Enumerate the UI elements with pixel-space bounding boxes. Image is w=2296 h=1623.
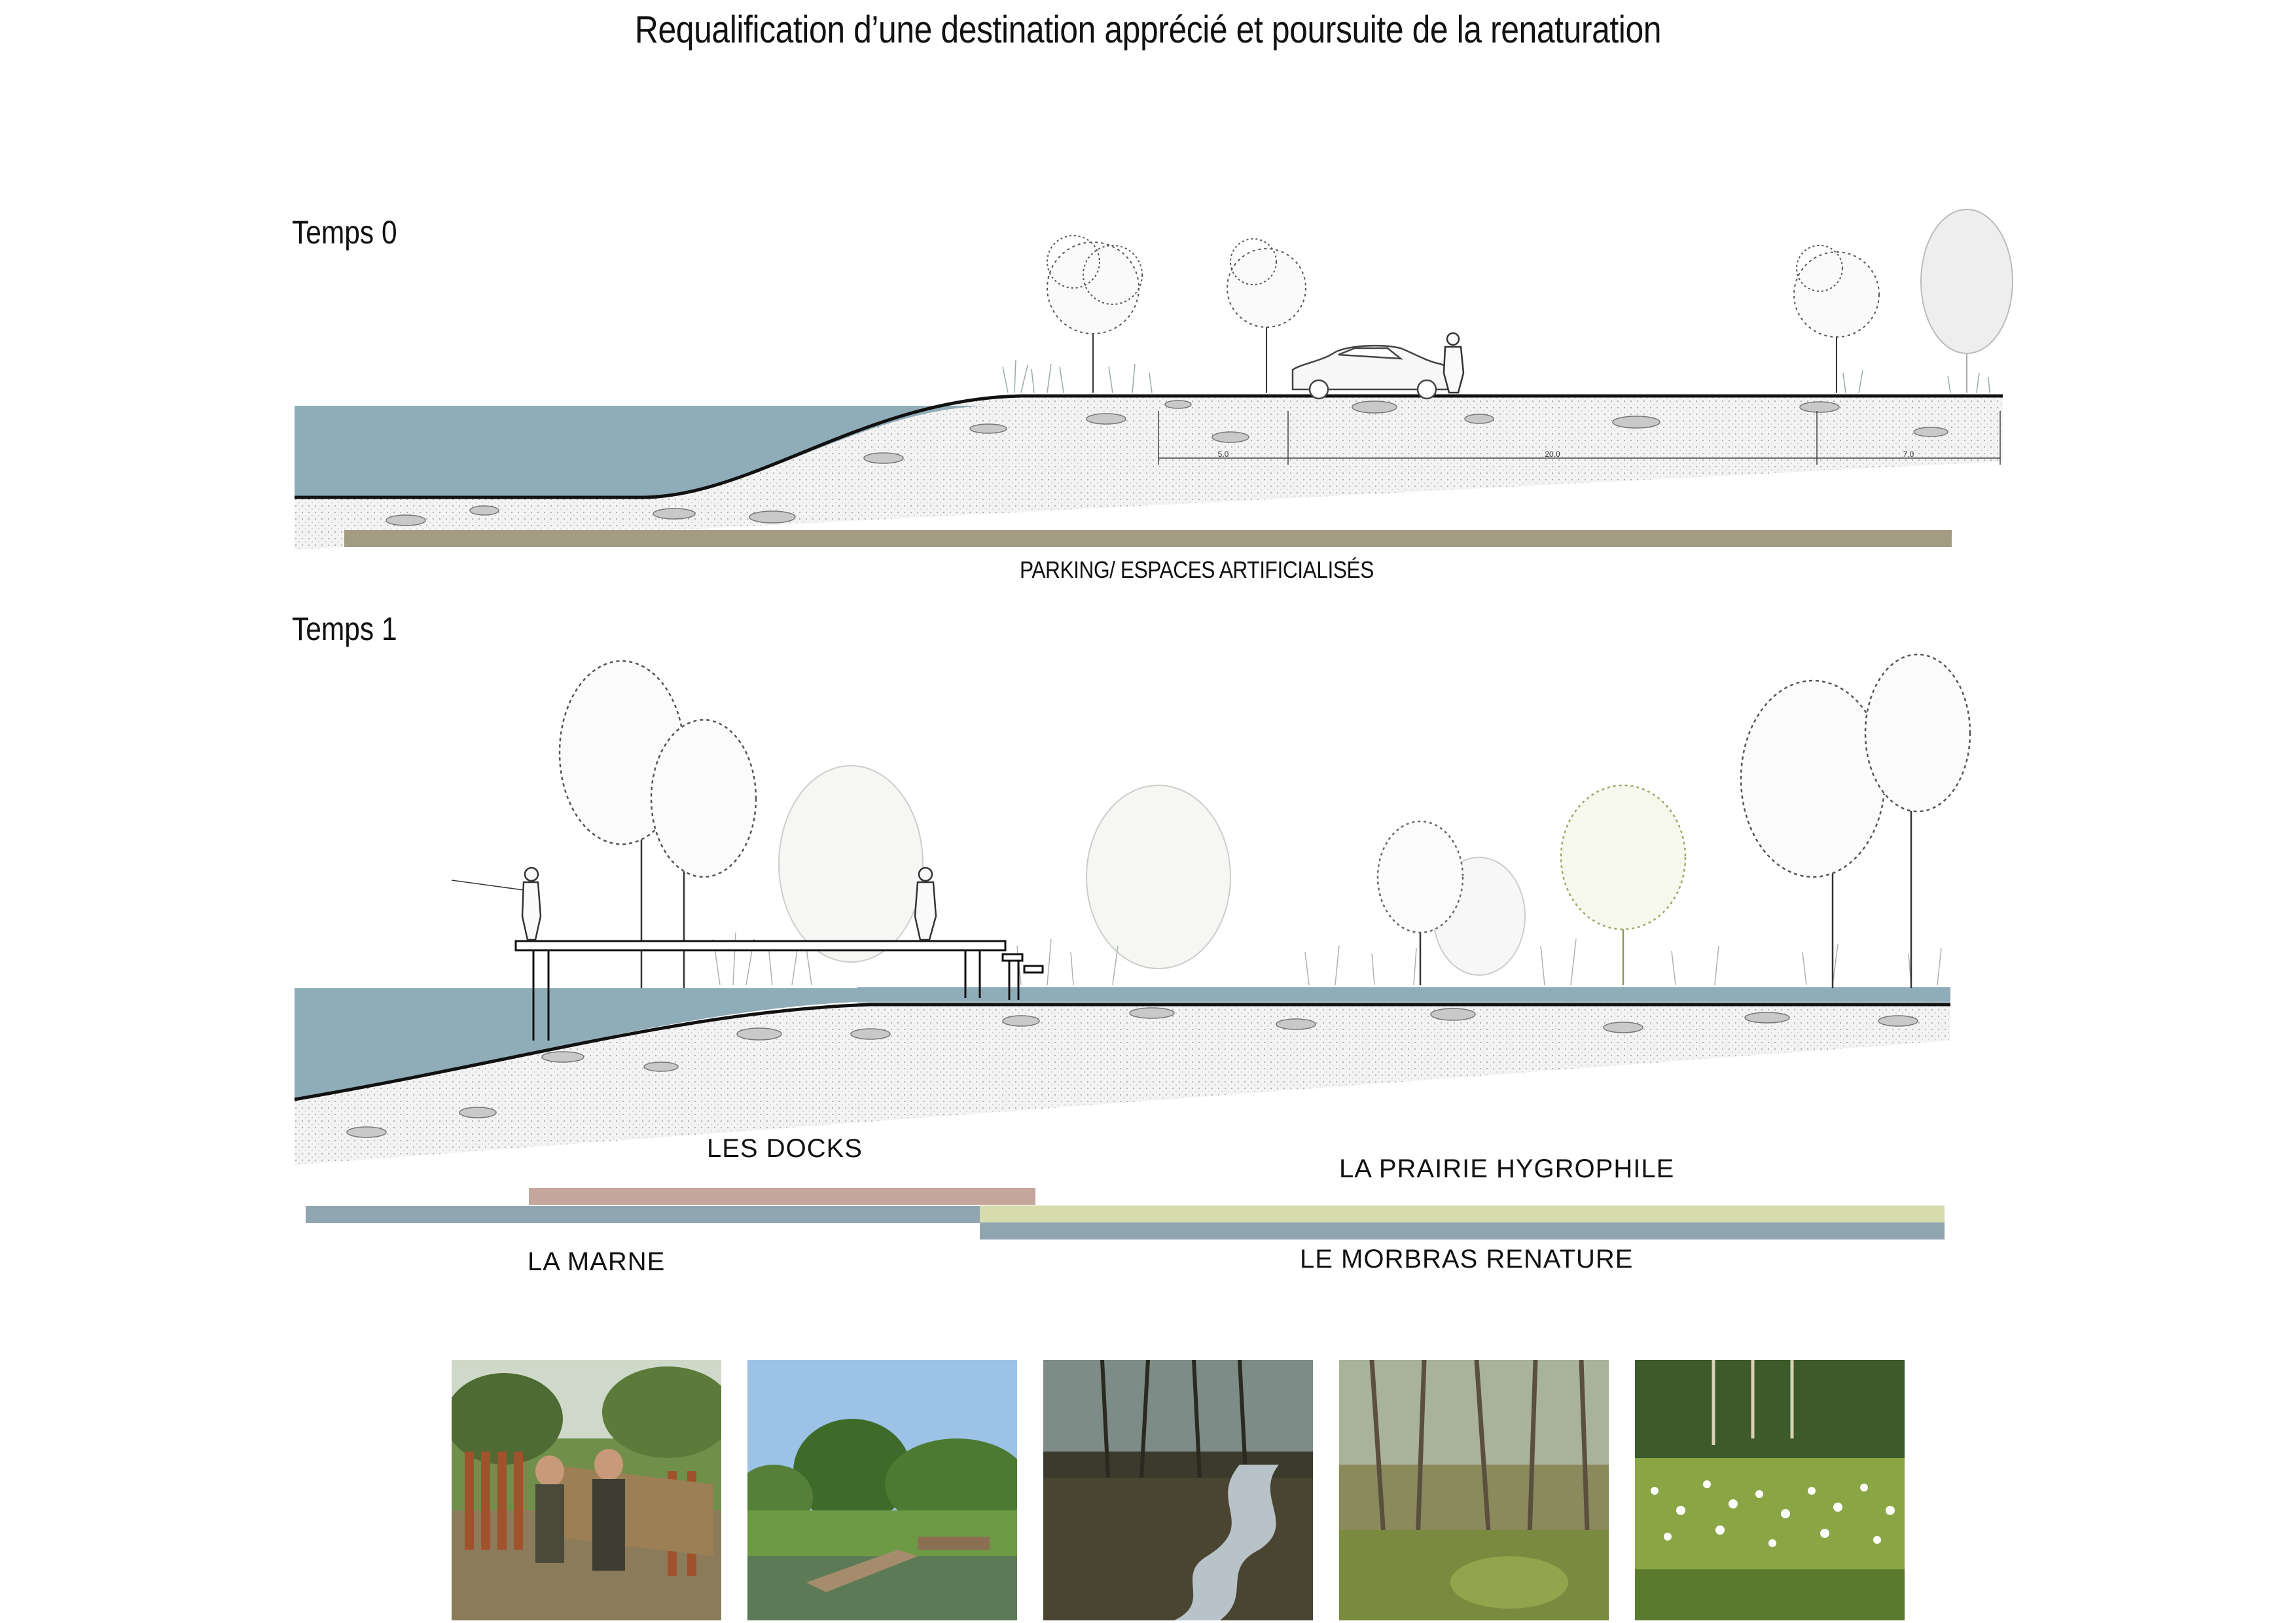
river-water xyxy=(295,988,1950,1099)
dimension-2: 20.0 xyxy=(1545,450,1560,459)
car-icon xyxy=(1291,344,1456,400)
tree-icon xyxy=(1376,820,1464,985)
dimension-3: 7.0 xyxy=(1903,450,1914,459)
marne-zone-bar xyxy=(306,1206,1019,1223)
tree-icon xyxy=(1740,653,1971,988)
parking-zone-bar xyxy=(344,530,1952,547)
dock-platform xyxy=(514,940,1044,1041)
reference-photo-4 xyxy=(1339,1360,1609,1620)
parking-zone-label: PARKING/ ESPACES ARTIFICIALISÉS xyxy=(1020,556,1374,583)
tree-icon xyxy=(1047,235,1143,393)
tree-icon xyxy=(1560,784,1687,985)
docks-zone-bar xyxy=(529,1188,1035,1205)
fisherman-icon xyxy=(451,866,542,941)
marne-label: LA MARNE xyxy=(528,1247,666,1276)
tree-icon xyxy=(1793,245,1880,393)
river-water xyxy=(295,406,995,497)
dimension-1: 5.0 xyxy=(1218,450,1229,459)
page-subtitle: Requalification d’une destination appréc… xyxy=(634,9,1662,51)
reference-photo-5 xyxy=(1635,1360,1905,1620)
prairie-label: LA PRAIRIE HYGROPHILE xyxy=(1339,1154,1675,1183)
tree-icon xyxy=(1227,238,1306,393)
morbras-label: LE MORBRAS RENATURE xyxy=(1300,1245,1634,1274)
tree-icon xyxy=(558,660,757,988)
reference-photo-3 xyxy=(1043,1360,1313,1620)
section-temps-0: 5.0 20.0 7.0 xyxy=(295,209,2013,550)
section-temps-1 xyxy=(294,653,1971,1165)
temps-1-label: Temps 1 xyxy=(292,611,397,647)
temps-0-label: Temps 0 xyxy=(292,214,397,251)
reference-photo-2 xyxy=(747,1360,1017,1620)
tree-icon xyxy=(1920,209,2013,393)
person-icon xyxy=(1443,332,1465,394)
person-icon xyxy=(914,866,937,941)
docks-label: LES DOCKS xyxy=(707,1134,863,1163)
reference-photo-1 xyxy=(452,1360,721,1620)
prairie-zone-bar xyxy=(980,1205,1945,1222)
morbras-zone-bar xyxy=(980,1222,1945,1240)
